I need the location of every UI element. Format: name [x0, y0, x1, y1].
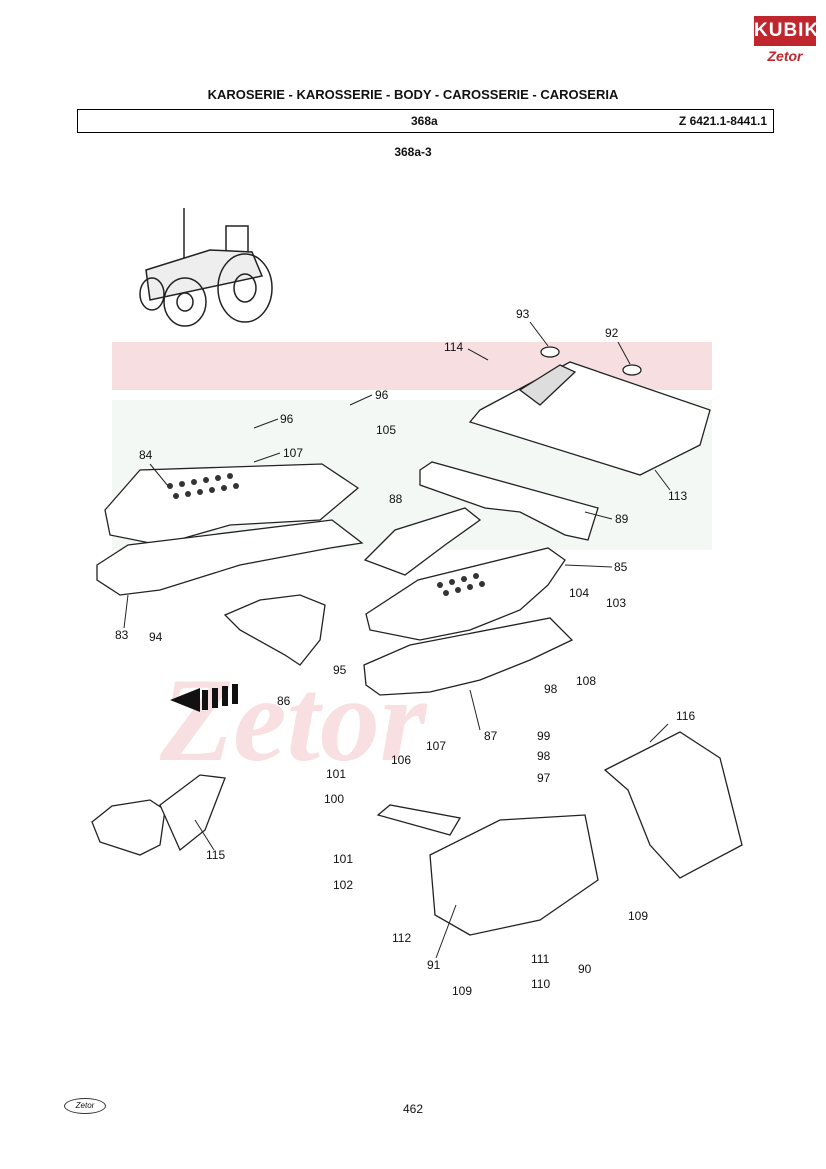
callout-92: 92 [605, 326, 619, 340]
callout-109b: 109 [452, 984, 472, 998]
callout-97: 97 [537, 771, 551, 785]
page-title: KAROSERIE - KAROSSERIE - BODY - CAROSSER… [207, 87, 619, 102]
callout-93: 93 [516, 307, 530, 321]
callout-83: 83 [115, 628, 129, 642]
callout-84: 84 [139, 448, 153, 462]
callout-104: 104 [569, 586, 589, 600]
logo-kubik-text: KUBIK [754, 16, 818, 46]
callout-114: 114 [444, 340, 463, 354]
callout-98b: 98 [537, 749, 551, 763]
footer-zetor-logo: Zetor [64, 1098, 106, 1114]
callout-101a: 101 [326, 767, 346, 781]
callout-108: 108 [576, 674, 596, 688]
subsection-number: 368a-3 [394, 145, 432, 159]
callout-86: 86 [277, 694, 291, 708]
part-88-tunnel-cover [363, 507, 482, 576]
part-92-cap [622, 364, 642, 376]
mat-84-holes [167, 473, 239, 499]
callout-88: 88 [389, 492, 403, 506]
callout-95: 95 [333, 663, 347, 677]
callout-90: 90 [578, 962, 592, 976]
callout-98a: 98 [544, 682, 558, 696]
callout-110: 110 [531, 977, 550, 991]
callout-103: 103 [606, 596, 626, 610]
callout-89: 89 [615, 512, 629, 526]
callout-91: 91 [427, 958, 441, 972]
callout-101b: 101 [333, 852, 353, 866]
front-arrow-icon [170, 684, 238, 712]
part-83-floor-plate [96, 519, 364, 596]
leader-lines [123, 321, 671, 959]
callout-94: 94 [149, 630, 163, 644]
tractor-icon [139, 208, 273, 327]
callout-111: 111 [531, 952, 550, 966]
callout-85: 85 [614, 560, 628, 574]
part-86-guard [223, 594, 326, 666]
callout-87: 87 [484, 729, 498, 743]
part-87-floor-plate [363, 617, 574, 696]
part-89-bracket [419, 461, 599, 541]
kubik-zetor-logo: KUBIK Zetor [754, 16, 818, 68]
part-115-step [91, 799, 166, 856]
part-85-floor-mat [365, 547, 566, 641]
callout-107a: 107 [283, 446, 303, 460]
page-number: 462 [402, 1102, 424, 1116]
part-112-bracket [376, 804, 462, 836]
callout-106: 106 [391, 753, 411, 767]
callout-96a: 96 [375, 388, 389, 402]
logo-zetor-text: Zetor [767, 48, 803, 64]
callout-115: 115 [206, 848, 225, 862]
callout-107b: 107 [426, 739, 446, 753]
callout-96b: 96 [280, 412, 294, 426]
part-91-tank [429, 814, 599, 936]
callout-99: 99 [537, 729, 551, 743]
header-box: 368a Z 6421.1-8441.1 [77, 109, 774, 133]
callout-109a: 109 [628, 909, 648, 923]
model-range: Z 6421.1-8441.1 [678, 114, 767, 128]
callout-112: 112 [392, 931, 411, 945]
mat-85-holes [437, 573, 485, 596]
callout-116: 116 [676, 709, 695, 723]
callout-100: 100 [324, 792, 344, 806]
callout-113: 113 [668, 489, 687, 503]
part-116-step [603, 731, 743, 879]
part-93-cap [540, 346, 560, 358]
section-number: 368a [411, 114, 438, 128]
callout-105: 105 [376, 423, 396, 437]
callout-102: 102 [333, 878, 353, 892]
